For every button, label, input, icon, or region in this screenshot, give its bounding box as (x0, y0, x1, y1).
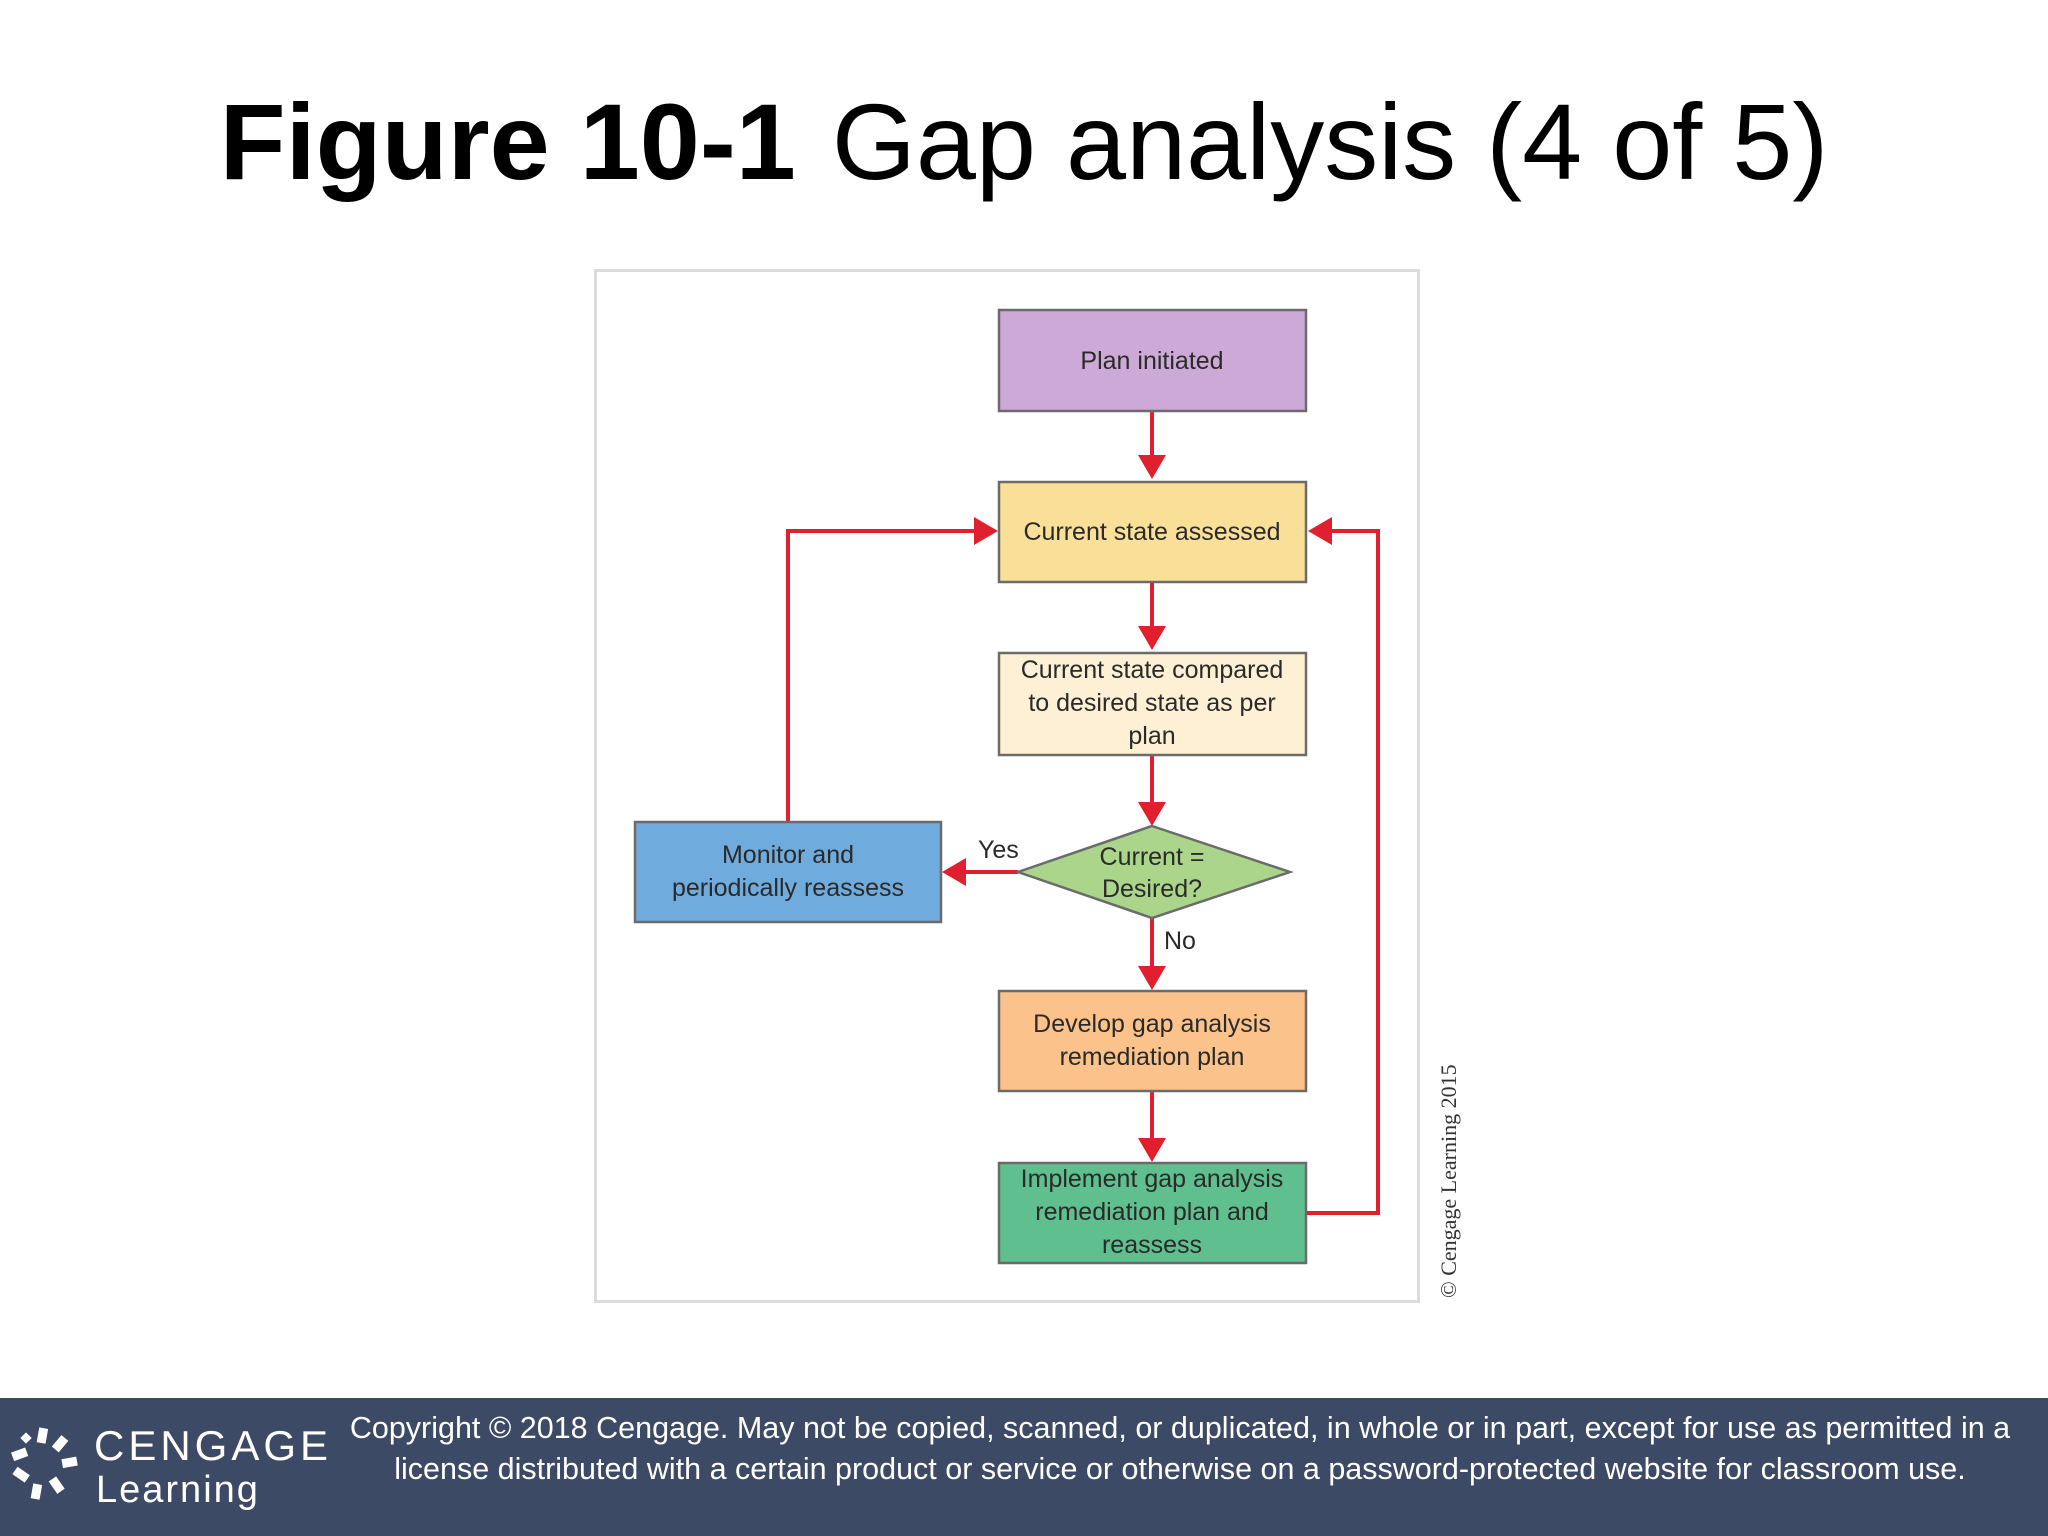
edge-label-no: No (1164, 927, 1196, 955)
arrow-decision-to-monitor-head (942, 858, 966, 886)
arrow-decision-to-develop-head (1138, 966, 1166, 990)
node-monitor: Monitor and periodically reassess (633, 820, 943, 924)
node-develop-line1: Develop gap analysis (1033, 1010, 1271, 1038)
logo-wordmark-top: CENGAGE (94, 1422, 333, 1469)
node-implement-box (997, 1161, 1308, 1265)
node-decision-line2: Desired? (1102, 875, 1202, 903)
flow-arrows (786, 411, 1380, 1215)
figure-number: Figure 10-1 (219, 81, 796, 202)
node-decision-diamond (1014, 824, 1294, 920)
slide-title: Figure 10-1 Gap analysis (4 of 5) (0, 82, 2048, 202)
cengage-logo: CENGAGE Learning (8, 1422, 328, 1522)
figure-credit: © Cengage Learning 2015 (1436, 1064, 1461, 1298)
node-decision: Current = Desired? (1014, 824, 1294, 920)
arrow-compare-to-decision-head (1138, 802, 1166, 826)
node-current-state-assessed: Current state assessed (997, 480, 1308, 584)
node-plan-initiated-box (997, 308, 1308, 413)
node-state-compared-line2: to desired state as per (1028, 689, 1275, 717)
copyright-notice: Copyright © 2018 Cengage. May not be cop… (349, 1411, 2011, 1486)
node-decision-line1: Current = (1100, 843, 1205, 871)
arrow-assess-to-compare-head (1138, 626, 1166, 650)
node-current-state-assessed-label: Current state assessed (1023, 518, 1280, 546)
edge-label-yes: Yes (978, 836, 1019, 864)
arrow-monitor-loop (786, 529, 978, 822)
node-implement: Implement gap analysis remediation plan … (997, 1161, 1308, 1265)
node-develop-box (997, 989, 1308, 1093)
arrow-monitor-loop-head (974, 517, 998, 545)
node-state-compared: Current state compared to desired state … (997, 651, 1308, 757)
node-state-compared-box (997, 651, 1308, 757)
cengage-mark-icon (11, 1427, 78, 1500)
node-develop: Develop gap analysis remediation plan (997, 989, 1308, 1093)
footer-bar: CENGAGE Learning Copyright © 2018 Cengag… (0, 1398, 2048, 1536)
node-monitor-box (633, 820, 943, 924)
arrow-develop-to-implement-head (1138, 1138, 1166, 1162)
arrow-implement-loop (1306, 529, 1380, 1215)
node-current-state-assessed-box (997, 480, 1308, 584)
arrow-implement-loop-head (1308, 517, 1332, 545)
node-monitor-line2: periodically reassess (672, 874, 904, 902)
node-plan-initiated: Plan initiated (997, 308, 1308, 413)
arrow-plan-to-assess-head (1138, 455, 1166, 479)
node-state-compared-line1: Current state compared (1021, 656, 1284, 684)
figure-frame (594, 269, 1420, 1303)
gap-analysis-flowchart: Plan initiated Current state assessed Cu… (633, 308, 1461, 1298)
node-plan-initiated-label: Plan initiated (1080, 347, 1223, 375)
node-implement-line2: remediation plan and (1035, 1198, 1269, 1226)
node-implement-line3: reassess (1102, 1231, 1202, 1259)
figure-title: Gap analysis (4 of 5) (831, 81, 1829, 202)
node-implement-line1: Implement gap analysis (1021, 1165, 1284, 1193)
logo-wordmark-bottom: Learning (96, 1469, 260, 1511)
node-monitor-line1: Monitor and (722, 841, 854, 869)
node-state-compared-line3: plan (1128, 722, 1175, 750)
node-develop-line2: remediation plan (1060, 1043, 1245, 1071)
